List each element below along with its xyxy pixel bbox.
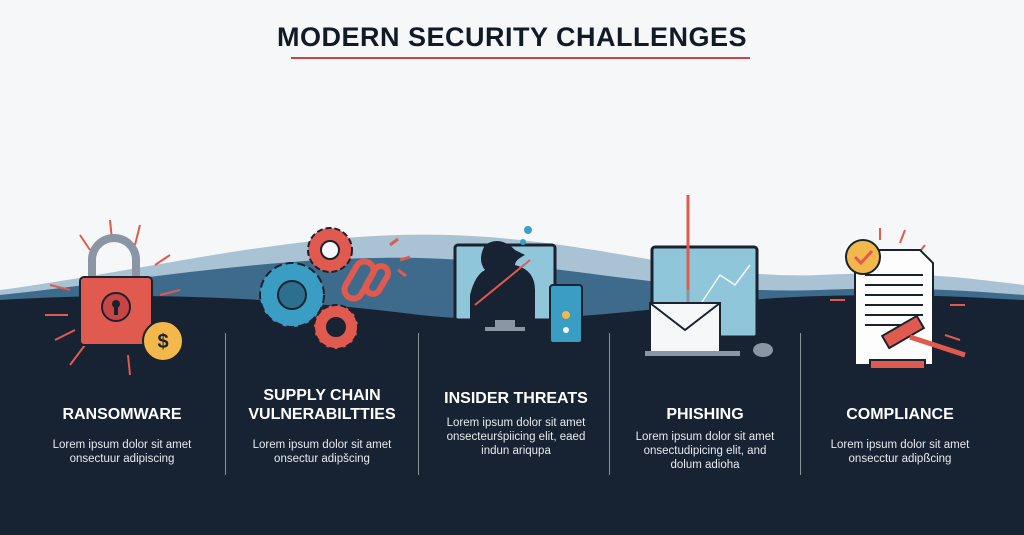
challenge-heading: VULNERABILTTIES [248,406,396,423]
challenge-text-line: onsectudipicing elit, and [643,445,767,457]
insider-computer-icon [453,226,583,344]
challenge-text-line: Lorem ipsum dolor sit amet [830,439,970,451]
challenge-insider-threats: INSIDER THREATS Lorem ipsum dolor sit am… [416,389,616,458]
challenge-text-line: Lorem ipsum dolor sit amet [635,431,775,443]
title-underline [291,57,750,59]
gears-broken-link-icon [259,227,411,350]
document-gavel-icon [830,228,966,370]
challenge-phishing: PHISHING Lorem ipsum dolor sit amet onse… [605,405,805,472]
padlock-dollar-icon: $ [45,219,184,376]
svg-text:$: $ [157,331,168,353]
challenge-ransomware: RANSOMWARE Lorem ipsum dolor sit amet on… [22,405,222,466]
phishing-hook-email-icon [645,195,773,357]
challenge-text-line: onsectur adipšcing [274,453,370,465]
challenge-compliance: COMPLIANCE Lorem ipsum dolor sit amet on… [800,405,1000,466]
column-divider [800,333,801,475]
challenge-heading: SUPPLY CHAIN [263,387,381,404]
challenge-text-line: dolum adioha [670,459,740,471]
challenge-heading: PHISHING [666,406,744,423]
challenge-supply-chain: SUPPLY CHAIN VULNERABILTTIES Lorem ipsum… [222,386,422,466]
challenge-heading: INSIDER THREATS [444,390,588,407]
challenge-text-line: Lorem ipsum dolor sit amet [52,439,192,451]
page-title: MODERN SECURITY CHALLENGES [276,22,748,52]
column-divider [225,333,226,475]
challenge-text-line: Lorem ipsum dolor sit amet [252,439,392,451]
column-divider [609,333,610,475]
challenge-text-line: Lorem ipsum dolor sit amet [446,417,586,429]
challenge-text-line: indun ariqupa [481,445,551,457]
challenge-heading: RANSOMWARE [62,406,182,423]
challenge-heading: COMPLIANCE [846,406,954,423]
challenge-text-line: onsectuur adipiscing [69,453,175,465]
challenge-text-line: onsecctur adipßcing [848,453,952,465]
column-divider [418,333,419,475]
challenge-text-line: onsecteurśpiicing elit, eaed [446,431,586,443]
